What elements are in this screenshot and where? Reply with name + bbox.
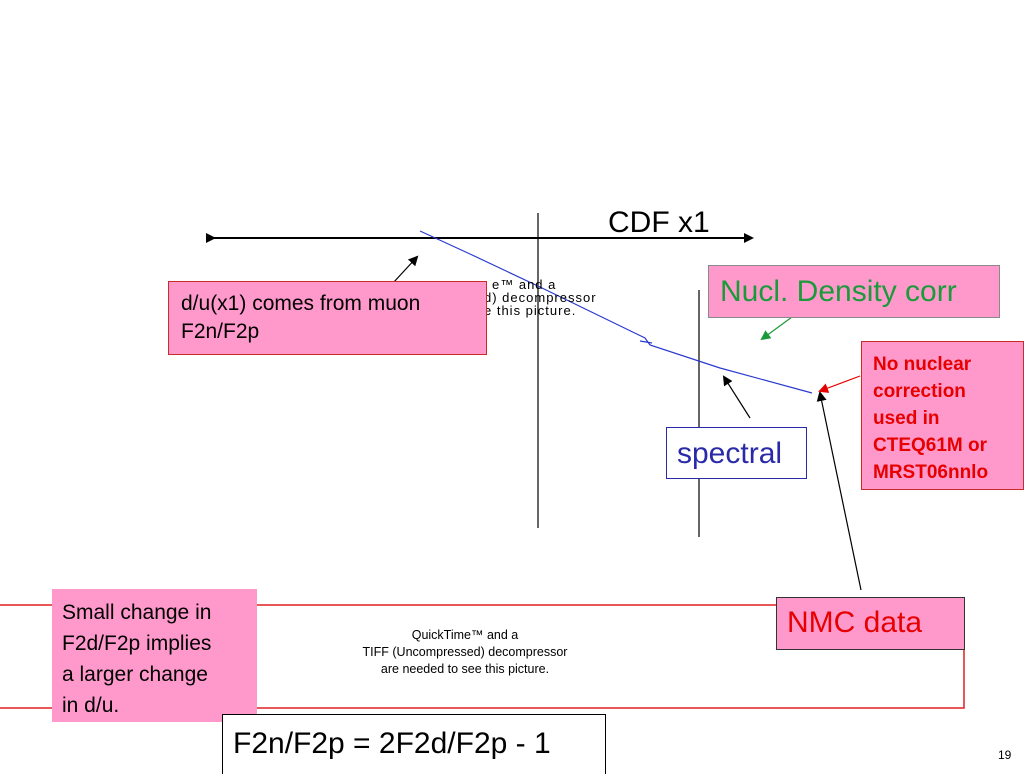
- du-arrow: [392, 255, 419, 284]
- qt-top-line: d) decompressor: [484, 290, 597, 305]
- no-nuclear-box: No nuclear correction used in CTEQ61M or…: [861, 341, 1024, 490]
- formula-box: F2n/F2p = 2F2d/F2p - 1: [222, 714, 606, 774]
- small-change-box: Small change in F2d/F2p implies a larger…: [52, 589, 257, 722]
- qt-top-line: e™ and a: [492, 277, 557, 292]
- small-change-line: Small change in: [62, 601, 212, 624]
- cdf-x1-label: CDF x1: [608, 206, 710, 239]
- qt-top-line: e this picture.: [484, 303, 577, 318]
- spectral-box: spectral: [666, 427, 807, 479]
- nucl-density-label: Nucl. Density corr: [720, 275, 957, 308]
- qt-bottom-line: TIFF (Uncompressed) decompressor: [362, 645, 568, 659]
- no-nuclear-line: used in: [873, 408, 940, 429]
- qt-bottom-line: are needed to see this picture.: [380, 662, 550, 676]
- quicktime-placeholder-bottom: QuickTime™ and a TIFF (Uncompressed) dec…: [330, 627, 600, 678]
- no-nuclear-line: No nuclear: [873, 354, 972, 375]
- formula-text: F2n/F2p = 2F2d/F2p - 1: [233, 727, 551, 760]
- no-nuclear-line: MRST06nnlo: [873, 462, 989, 483]
- nmc-arrow: [816, 391, 862, 591]
- blue-curve: [419, 230, 813, 394]
- page-number: 19: [998, 748, 1012, 762]
- bottom-image-frame: [0, 604, 965, 709]
- spectral-label: spectral: [677, 437, 783, 470]
- du-note-line: d/u(x1) comes from muon: [181, 292, 421, 315]
- nucl-arrow: [760, 316, 793, 341]
- qt-bottom-line: QuickTime™ and a: [411, 628, 519, 642]
- du-note-line: F2n/F2p: [181, 320, 260, 343]
- small-change-line: a larger change: [62, 663, 208, 686]
- blue-tick: [639, 340, 653, 344]
- no-nuclear-arrow: [818, 375, 861, 393]
- small-change-line: F2d/F2p implies: [62, 632, 212, 655]
- no-nuclear-text: No nuclear correction used in CTEQ61M or…: [873, 351, 988, 486]
- spectral-arrow: [722, 375, 751, 419]
- du-note-box: d/u(x1) comes from muon F2n/F2p: [168, 281, 487, 355]
- nmc-data-box: NMC data: [776, 597, 965, 650]
- quicktime-placeholder-top: e™ and a d) decompressor e this picture.: [484, 278, 597, 317]
- nmc-data-label: NMC data: [787, 606, 923, 639]
- no-nuclear-line: correction: [873, 381, 966, 402]
- small-change-text: Small change in F2d/F2p implies a larger…: [62, 597, 211, 721]
- small-change-line: in d/u.: [62, 694, 120, 717]
- no-nuclear-line: CTEQ61M or: [873, 435, 988, 456]
- nucl-density-box: Nucl. Density corr: [708, 265, 1000, 318]
